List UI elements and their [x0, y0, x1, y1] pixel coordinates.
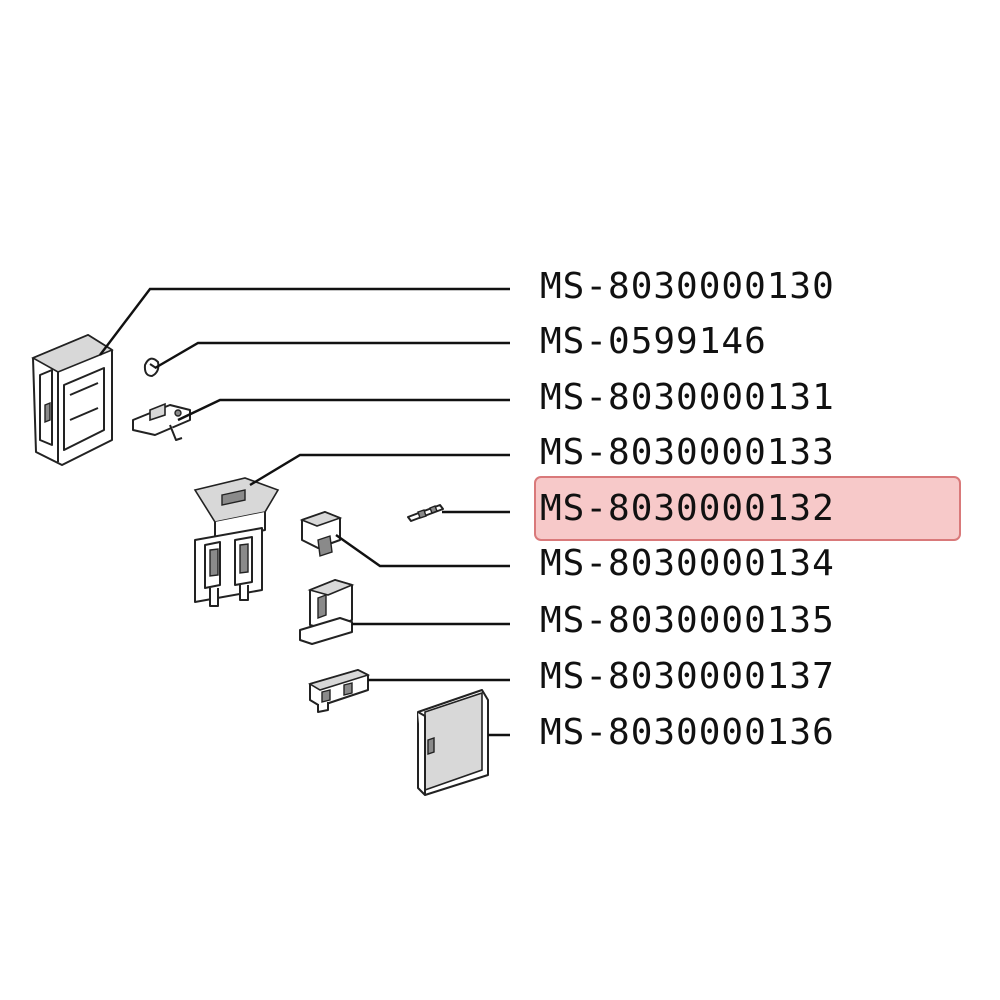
part-label-5-selected[interactable]: MS-8030000132 [540, 488, 835, 529]
selected-part-highlight [534, 476, 961, 541]
part-label-4[interactable]: MS-8030000133 [540, 432, 835, 473]
cover-panel-part-drawing [417, 689, 489, 796]
part-label-6[interactable]: MS-8030000134 [540, 543, 835, 584]
part-label-1[interactable]: MS-8030000130 [540, 266, 835, 307]
leader-lines [99, 287, 510, 737]
bracket-part-drawing [132, 402, 191, 441]
leader-line-4 [249, 453, 510, 487]
part-label-3[interactable]: MS-8030000131 [540, 377, 835, 418]
relay-block-part-drawing [299, 579, 355, 645]
leader-line-3 [177, 398, 510, 422]
part-label-7[interactable]: MS-8030000135 [540, 600, 835, 641]
part-label-9[interactable]: MS-8030000136 [540, 712, 835, 753]
leader-line-2 [154, 341, 510, 370]
clip-part-drawing [143, 357, 160, 377]
bar-connector-part-drawing [308, 669, 371, 713]
part-label-8[interactable]: MS-8030000137 [540, 656, 835, 697]
connector-part-drawing [299, 511, 343, 557]
part-labels: MS-8030000130 MS-0599146 MS-8030000131 M… [540, 266, 835, 753]
pin-part-drawing [407, 504, 444, 522]
switch-assembly-part-drawing [193, 477, 280, 607]
leader-line-6 [335, 534, 510, 568]
housing-part-drawing [31, 334, 114, 466]
part-label-2[interactable]: MS-0599146 [540, 321, 767, 362]
leader-line-1 [99, 287, 510, 356]
